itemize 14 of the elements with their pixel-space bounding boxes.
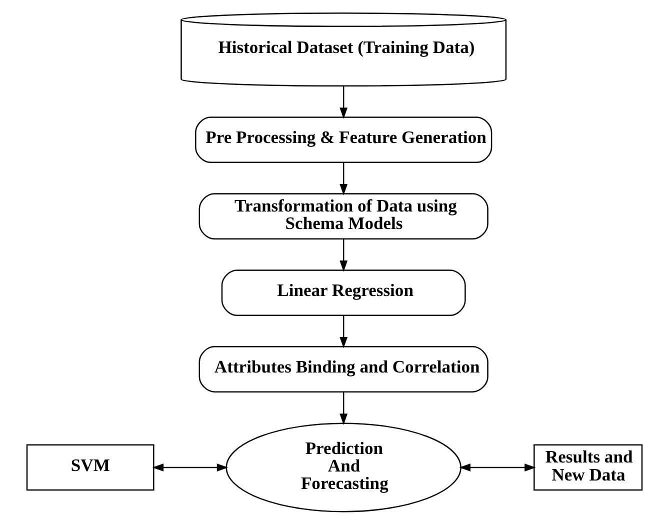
node-ellipse: Prediction And Forecasting [226, 422, 462, 512]
arrow [152, 464, 228, 472]
arrow [340, 86, 348, 119]
arrow [340, 162, 348, 196]
node-box: Transformation of Data using Schema Models [198, 193, 488, 240]
node-box: Linear Regression [221, 270, 466, 316]
node-box: Results and New Data [534, 444, 643, 491]
node-box: Pre Processing & Feature Generation [195, 116, 492, 163]
node-box: SVM [26, 444, 154, 491]
arrow [340, 238, 348, 272]
node-box: Attributes Binding and Correlation [198, 346, 488, 392]
arrow [340, 315, 348, 348]
arrow [459, 464, 536, 472]
arrow [340, 392, 348, 425]
